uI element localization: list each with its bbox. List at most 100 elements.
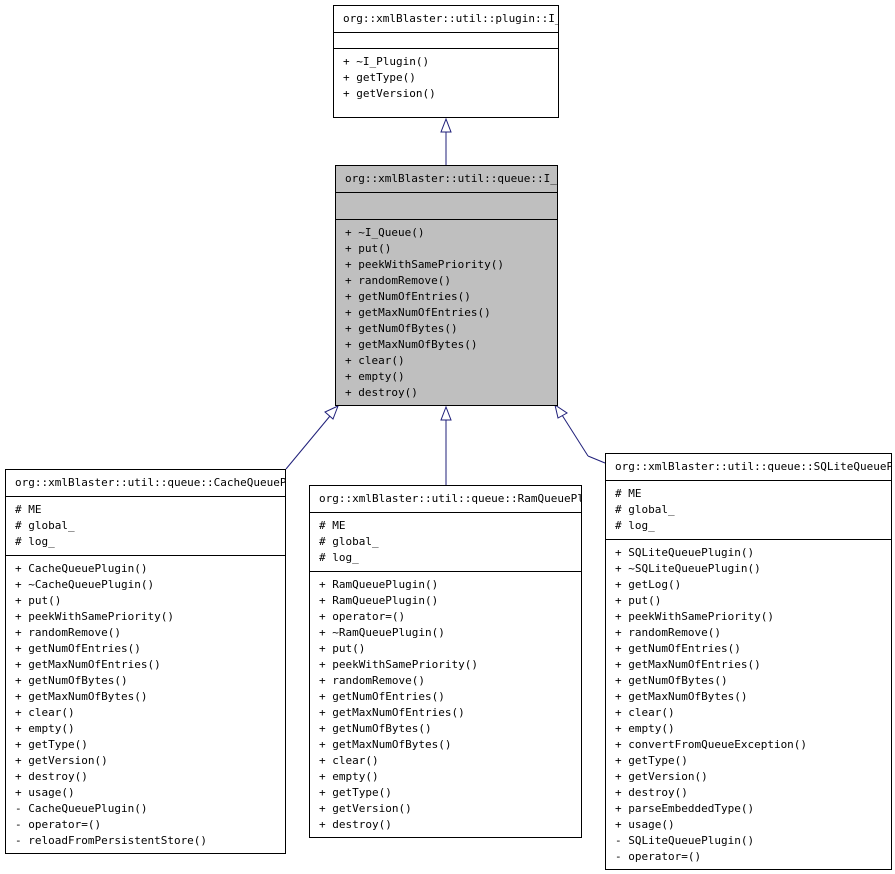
method-item: + randomRemove()	[319, 674, 425, 687]
edge-sqlite-to-iqueue-b	[561, 414, 589, 457]
method-item: + getMaxNumOfBytes()	[15, 690, 148, 703]
method-item: + getMaxNumOfEntries()	[15, 658, 161, 671]
class-name: org::xmlBlaster::util::queue::SQLiteQueu…	[606, 454, 891, 481]
attribute-item: # global_	[15, 519, 75, 532]
attribute-item: # ME	[15, 503, 42, 516]
method-item: + getNumOfBytes()	[15, 674, 128, 687]
method-item: - operator=()	[15, 818, 102, 831]
method-item: + RamQueuePlugin()	[319, 578, 439, 591]
class-box-ram-queue-plugin[interactable]: org::xmlBlaster::util::queue::RamQueuePl…	[309, 485, 582, 838]
method-item: - CacheQueuePlugin()	[15, 802, 148, 815]
method-item: + empty()	[15, 722, 75, 735]
methods-section: + ~I_Queue() + put() + peekWithSamePriorit…	[336, 220, 557, 405]
method-item: + peekWithSamePriority()	[319, 658, 478, 671]
attribute-item: # log_	[319, 551, 359, 564]
methods-section: + SQLiteQueuePlugin() + ~SQLiteQueuePlugi…	[606, 540, 891, 869]
method-item: + peekWithSamePriority()	[345, 258, 504, 271]
class-name: org::xmlBlaster::util::queue::I_Queue	[336, 166, 557, 193]
method-item: - operator=()	[615, 850, 702, 863]
attribute-item: # global_	[615, 503, 675, 516]
method-item: + randomRemove()	[345, 274, 451, 287]
method-item: + randomRemove()	[615, 626, 721, 639]
attributes-section	[334, 33, 558, 49]
class-box-i-queue[interactable]: org::xmlBlaster::util::queue::I_Queue + …	[335, 165, 558, 406]
method-item: + getVersion()	[319, 802, 412, 815]
method-item: + getMaxNumOfBytes()	[615, 690, 748, 703]
class-name: org::xmlBlaster::util::queue::RamQueuePl…	[310, 486, 581, 513]
methods-section: + ~I_Plugin()+ getType()+ getVersion()	[334, 49, 558, 107]
class-box-sqlite-queue-plugin[interactable]: org::xmlBlaster::util::queue::SQLiteQueu…	[605, 453, 892, 870]
method-item: + put()	[319, 642, 366, 655]
method-item: + convertFromQueueException()	[615, 738, 808, 751]
methods-section: + CacheQueuePlugin() + ~CacheQueuePlugin(…	[6, 556, 285, 853]
method-item: + getType()	[319, 786, 392, 799]
method-item: + getVersion()	[615, 770, 708, 783]
method-item: + RamQueuePlugin()	[319, 594, 439, 607]
method-item: + destroy()	[15, 770, 88, 783]
method-item: + getNumOfEntries()	[615, 642, 741, 655]
method-item: + randomRemove()	[15, 626, 121, 639]
method-item: + getLog()	[615, 578, 682, 591]
attribute-item: # log_	[15, 535, 55, 548]
method-item: + ~RamQueuePlugin()	[319, 626, 445, 639]
class-box-cache-queue-plugin[interactable]: org::xmlBlaster::util::queue::CacheQueue…	[5, 469, 286, 854]
class-name: org::xmlBlaster::util::queue::CacheQueue…	[6, 470, 285, 497]
method-item: + put()	[345, 242, 392, 255]
method-item: + getNumOfBytes()	[615, 674, 728, 687]
method-item: + getType()	[615, 754, 688, 767]
edge-iqueue-to-iplugin-arrowhead	[440, 117, 452, 133]
method-item: + clear()	[15, 706, 75, 719]
method-item: + put()	[15, 594, 62, 607]
method-item: + getMaxNumOfEntries()	[319, 706, 465, 719]
method-item: + CacheQueuePlugin()	[15, 562, 148, 575]
method-item: + ~I_Plugin()	[343, 55, 430, 68]
method-item: + getVersion()	[15, 754, 108, 767]
method-item: + clear()	[615, 706, 675, 719]
attributes-section: # ME # global_ # log_	[606, 481, 891, 540]
method-item: + peekWithSamePriority()	[15, 610, 174, 623]
method-item: + getVersion()	[343, 87, 436, 100]
method-item: + getNumOfBytes()	[319, 722, 432, 735]
method-item: + getNumOfBytes()	[345, 322, 458, 335]
edge-sqlite-to-iqueue	[587, 455, 606, 464]
edge-cache-to-iqueue-arrowhead	[324, 405, 339, 420]
method-item: + ~I_Queue()	[345, 226, 425, 239]
method-item: + ~SQLiteQueuePlugin()	[615, 562, 761, 575]
method-item: + empty()	[345, 370, 405, 383]
method-item: + parseEmbeddedType()	[615, 802, 755, 815]
method-item: + peekWithSamePriority()	[615, 610, 774, 623]
method-item: + operator=()	[319, 610, 406, 623]
method-item: + destroy()	[615, 786, 688, 799]
method-item: + getNumOfEntries()	[319, 690, 445, 703]
method-item: + SQLiteQueuePlugin()	[615, 546, 755, 559]
method-item: + getMaxNumOfBytes()	[319, 738, 452, 751]
attributes-section: # ME # global_ # log_	[310, 513, 581, 572]
class-box-i-plugin[interactable]: org::xmlBlaster::util::plugin::I_Plugin …	[333, 5, 559, 118]
method-item: + empty()	[319, 770, 379, 783]
attribute-item: # log_	[615, 519, 655, 532]
method-item: + put()	[615, 594, 662, 607]
method-item: + clear()	[319, 754, 379, 767]
method-item: + getMaxNumOfEntries()	[615, 658, 761, 671]
method-item: + getNumOfEntries()	[345, 290, 471, 303]
edge-ram-to-iqueue-arrowhead	[440, 405, 452, 421]
method-item: + usage()	[15, 786, 75, 799]
method-item: + ~CacheQueuePlugin()	[15, 578, 155, 591]
method-item: + getNumOfEntries()	[15, 642, 141, 655]
attribute-item: # ME	[615, 487, 642, 500]
method-item: - SQLiteQueuePlugin()	[615, 834, 755, 847]
method-item: + usage()	[615, 818, 675, 831]
method-item: - reloadFromPersistentStore()	[15, 834, 208, 847]
class-name: org::xmlBlaster::util::plugin::I_Plugin	[334, 6, 558, 33]
method-item: + destroy()	[319, 818, 392, 831]
attribute-item: # ME	[319, 519, 346, 532]
method-item: + getMaxNumOfBytes()	[345, 338, 478, 351]
edge-sqlite-to-iqueue-arrowhead	[554, 403, 568, 419]
method-item: + empty()	[615, 722, 675, 735]
method-item: + getType()	[15, 738, 88, 751]
attributes-section: # ME # global_ # log_	[6, 497, 285, 556]
attribute-item: # global_	[319, 535, 379, 548]
methods-section: + RamQueuePlugin() + RamQueuePlugin() + op…	[310, 572, 581, 837]
edge-cache-to-iqueue	[285, 415, 331, 470]
